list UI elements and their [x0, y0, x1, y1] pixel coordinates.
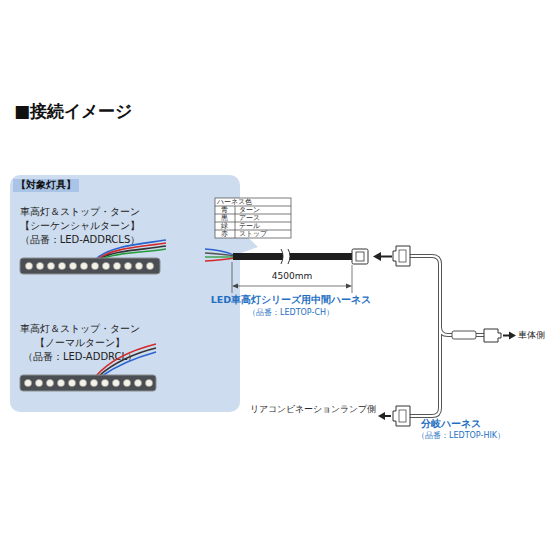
connector-detail — [356, 252, 364, 261]
table-cell: 青 — [221, 207, 228, 214]
branch-cable-core — [410, 256, 484, 416]
part-name: 分岐ハーネス — [421, 418, 481, 430]
dimension-tick — [352, 265, 353, 293]
harness-cable — [233, 253, 353, 260]
female-connector — [393, 246, 410, 266]
page-title: ■接続イメージ — [14, 102, 132, 122]
table-cell: 緑 — [221, 223, 228, 230]
junction-sleeve — [452, 331, 476, 339]
break-mark — [281, 249, 290, 264]
lamp-label: 車高灯＆ストップ・ターン — [0, 206, 180, 218]
direction-arrowhead — [378, 412, 385, 420]
direction-arrowhead — [509, 332, 516, 340]
table-cell: アース — [239, 215, 260, 222]
panel-heading: 【対象灯具】 — [13, 179, 79, 192]
body-connector — [484, 329, 501, 342]
direction-arrow — [503, 335, 510, 337]
direction-label: リアコンビネーションランプ側 — [216, 405, 376, 415]
lamp-side-connector — [393, 406, 410, 426]
table-cell: ターン — [239, 207, 260, 214]
mating-arrowhead — [373, 252, 381, 261]
lamp-label: （品番：LED-ADDRCL） — [0, 351, 180, 363]
dimension-label: 4500mm — [242, 271, 342, 281]
table-header: ハーネス色 — [217, 199, 252, 206]
table-cell: 黒 — [221, 215, 228, 222]
direction-label: 車体側 — [518, 330, 545, 340]
target-lamp-panel: 【対象灯具】車高灯＆ストップ・ターン【シーケンシャルターン】（品番：LED-AD… — [10, 175, 240, 412]
break-gap — [281, 249, 290, 264]
lamp-label: 【ノーマルターン】 — [0, 337, 180, 349]
dimension-arrowhead — [346, 284, 352, 289]
lamp-label: 【シーケンシャルターン】 — [0, 220, 180, 232]
branch-cable — [410, 256, 484, 416]
part-number: （品番：LEDTOP-HIK） — [417, 431, 505, 440]
lamp-label: （品番：LED-ADDRCLS） — [0, 234, 180, 246]
table-cell: ストップ — [239, 231, 267, 238]
dimension-line — [236, 286, 348, 287]
table-cell: 赤 — [221, 231, 228, 238]
connector-detail — [399, 410, 406, 422]
part-name: LED車高灯シリーズ用中間ハーネス — [196, 295, 386, 306]
mating-arrow — [380, 256, 392, 258]
connector-detail — [399, 250, 406, 262]
direction-arrow — [384, 415, 391, 417]
male-connector — [352, 249, 368, 264]
part-number: （品番：LEDTOP-CH） — [216, 308, 366, 317]
color-table — [215, 198, 291, 238]
table-cell: テール — [239, 223, 260, 230]
lamp-label: 車高灯＆ストップ・ターン — [0, 323, 180, 335]
